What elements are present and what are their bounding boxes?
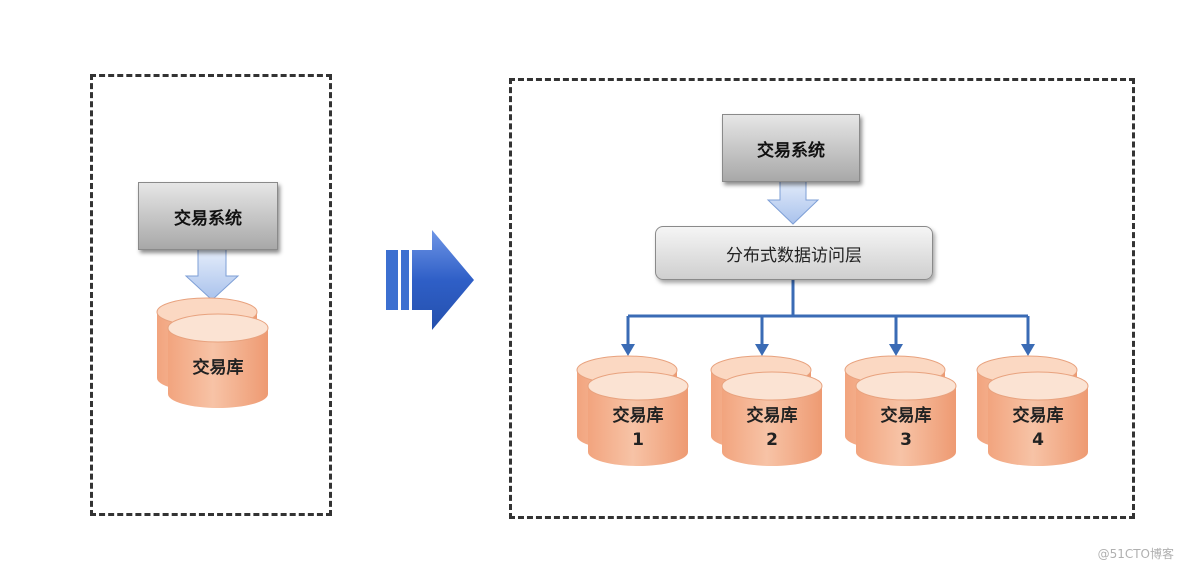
watermark: @51CTO博客 bbox=[1097, 547, 1174, 561]
left-db-cylinder bbox=[156, 297, 269, 408]
db-cylinder-1 bbox=[576, 355, 689, 466]
left-down-arrow bbox=[184, 247, 240, 301]
db-label-2: 交易库 2 bbox=[722, 404, 822, 452]
left-db-label: 交易库 bbox=[168, 356, 268, 380]
db-name-4: 交易库 bbox=[1012, 406, 1064, 426]
db-number-3: 3 bbox=[900, 430, 912, 450]
db-name-3: 交易库 bbox=[880, 406, 932, 426]
db-number-2: 2 bbox=[766, 430, 778, 450]
db-cylinder-4 bbox=[976, 355, 1089, 466]
db-label-4: 交易库 4 bbox=[988, 404, 1088, 452]
db-number-4: 4 bbox=[1032, 430, 1044, 450]
db-cylinder-2 bbox=[710, 355, 823, 466]
right-system-box: 交易系统 bbox=[722, 114, 860, 182]
right-down-arrow bbox=[766, 177, 820, 225]
db-label-3: 交易库 3 bbox=[856, 404, 956, 452]
transition-arrow-icon bbox=[386, 230, 474, 330]
access-layer-box: 分布式数据访问层 bbox=[655, 226, 933, 280]
access-layer-label: 分布式数据访问层 bbox=[726, 245, 862, 266]
left-system-label: 交易系统 bbox=[174, 208, 242, 229]
left-panel bbox=[90, 74, 332, 516]
db-name-2: 交易库 bbox=[746, 406, 798, 426]
connector-lines bbox=[626, 278, 1030, 346]
db-cylinder-3 bbox=[844, 355, 957, 466]
left-system-box: 交易系统 bbox=[138, 182, 278, 250]
connector-arrowheads bbox=[621, 344, 1035, 356]
left-db-name: 交易库 bbox=[192, 358, 244, 378]
db-name-1: 交易库 bbox=[612, 406, 664, 426]
right-panel bbox=[509, 78, 1135, 519]
right-system-label: 交易系统 bbox=[757, 140, 825, 161]
db-label-1: 交易库 1 bbox=[588, 404, 688, 452]
db-number-1: 1 bbox=[632, 430, 644, 450]
